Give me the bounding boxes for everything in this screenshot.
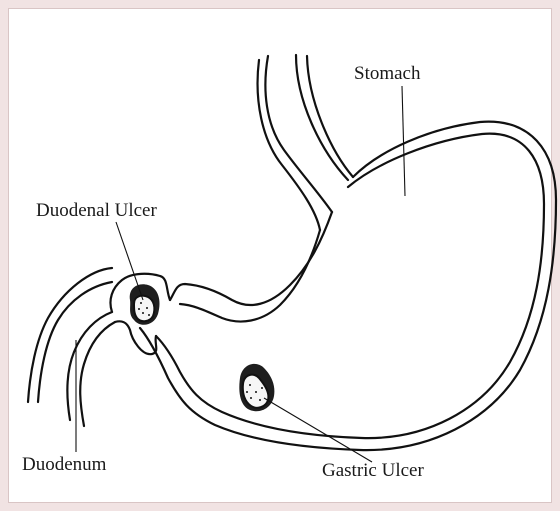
stomach-label: Stomach [354,63,421,84]
duodenal-ulcer-mark [130,284,160,325]
gastric-ulcer-mark [239,364,274,411]
duodenum-lower-inner-wall [80,322,115,426]
duodenum-upper-inner-wall [38,282,112,402]
gastric-ulcer-label: Gastric Ulcer [322,460,424,481]
stomach-leader-line [402,86,405,196]
duodenal-ulcer-leader-line [116,222,143,300]
pylorus-lower-bulge [115,321,156,354]
duodenal-ulcer-label: Duodenal Ulcer [36,200,157,221]
duodenal-ulcer-crater [134,296,154,322]
stomach-inner-wall [156,134,544,438]
duodenum-label: Duodenum [22,454,107,475]
lesser-curvature-outer [170,212,332,305]
